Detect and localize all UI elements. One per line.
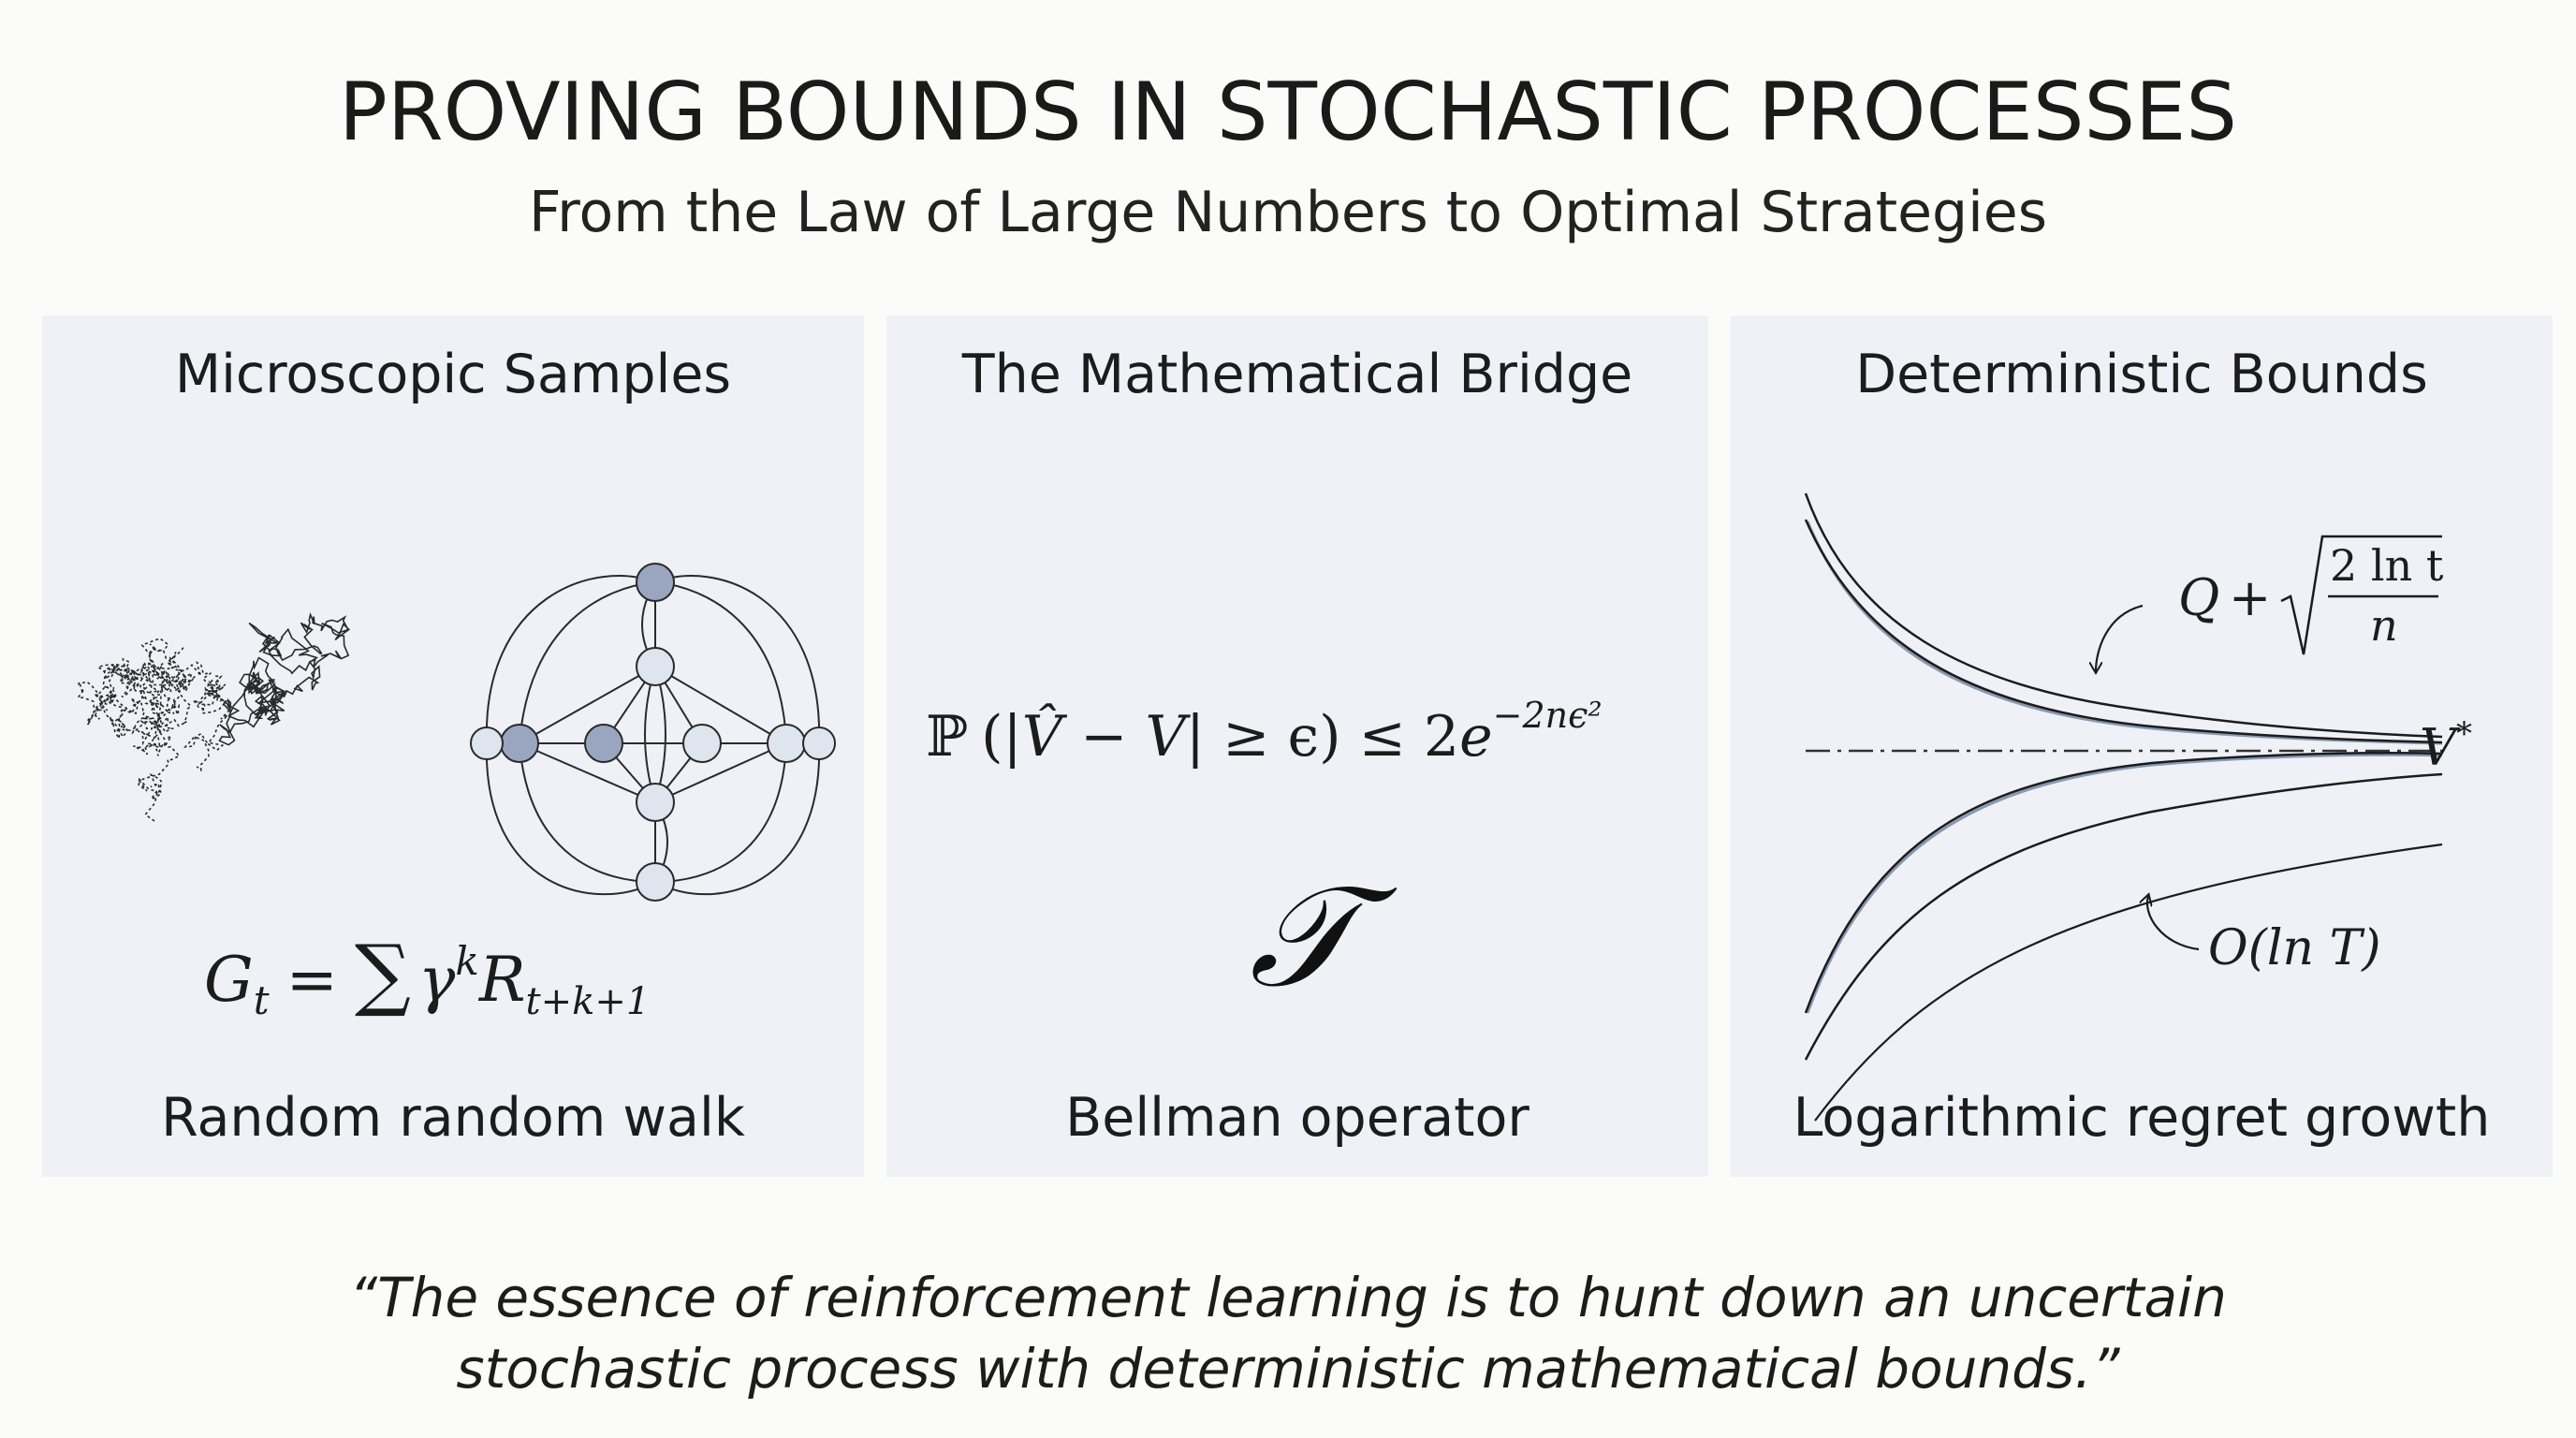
upper-label-arrow	[2096, 604, 2144, 671]
panel-title: Deterministic Bounds	[1855, 344, 2428, 405]
bounds-convergence-plot: Q + 2 ln t n V* O(ln T)	[1804, 492, 2472, 1122]
formula-gamma-exponent: k	[455, 938, 478, 984]
random-walk-segment	[218, 612, 351, 746]
ineq-exponent: −2nϵ²	[1493, 695, 1603, 736]
graph-node	[636, 563, 675, 602]
ineq-v: V	[1146, 704, 1192, 770]
lower-bound-curve-outer	[1804, 772, 2443, 1061]
graph-edge	[654, 742, 787, 803]
regret-curve	[1814, 843, 2443, 1122]
formula-sum: ∑	[355, 928, 411, 1020]
graph-node	[802, 726, 836, 760]
return-formula: Gt =∑γkRt+k+1	[204, 928, 650, 1023]
ineq-vhat: V̂	[1022, 703, 1068, 770]
graph-edge	[519, 666, 656, 744]
ineq-open: (|	[981, 704, 1022, 770]
ucb-numerator: 2 ln t	[2330, 540, 2444, 591]
formula-r: R	[478, 944, 526, 1016]
formula-g: G	[204, 944, 254, 1016]
graph-edge	[654, 575, 821, 744]
optimal-value-label: V*	[2420, 715, 2472, 777]
ucb-label: Q + 2 ln t n	[2178, 535, 2444, 655]
formula-r-subscript: t+k+1	[526, 980, 651, 1023]
upper-bound-curve-shadow	[1806, 521, 2443, 745]
ineq-close: | ≥ ϵ)	[1186, 704, 1341, 770]
random-walk-segment	[76, 638, 196, 746]
formula-gamma: γ	[418, 944, 456, 1016]
graph-node	[636, 783, 675, 822]
random-walk-path	[76, 612, 351, 822]
upper-bound-curve-inner	[1804, 519, 2443, 744]
graph-edge	[485, 742, 656, 896]
v-star-v: V	[2420, 718, 2461, 777]
page-subtitle: From the Law of Large Numbers to Optimal…	[529, 180, 2047, 245]
graph-node	[500, 724, 539, 763]
ucb-denominator: n	[2370, 600, 2398, 651]
graph-edge	[654, 742, 787, 883]
regret-rate-label: O(ln T)	[2208, 920, 2381, 976]
ucb-plus: +	[2229, 568, 2271, 627]
graph-node	[682, 724, 722, 763]
panel-title: The Mathematical Bridge	[961, 344, 1633, 405]
page-title: PROVING BOUNDS IN STOCHASTIC PROCESSES	[339, 66, 2237, 159]
bellman-operator-symbol: 𝒯	[1250, 856, 1398, 1019]
panel-caption: Bellman operator	[1065, 1087, 1530, 1149]
graph-node	[767, 724, 806, 763]
graph-edge	[644, 666, 656, 803]
graph-edge	[654, 581, 787, 744]
ineq-e: e	[1459, 704, 1493, 770]
graph-node	[584, 724, 623, 763]
panel-title: Microscopic Samples	[174, 344, 732, 405]
lower-bound-curve-inner	[1804, 752, 2443, 1014]
ucb-q: Q	[2178, 568, 2219, 627]
closing-quote: “The essence of reinforcement learning i…	[0, 1262, 2576, 1404]
formula-g-subscript: t	[254, 977, 270, 1023]
graph-node	[470, 726, 504, 760]
graph-edge	[654, 742, 821, 896]
panel-mathematical-bridge: The Mathematical Bridge ℙ(|V̂ − V| ≥ ϵ) …	[886, 315, 1708, 1177]
ineq-minus: −	[1062, 704, 1145, 770]
graph-edge	[485, 575, 656, 744]
upper-bound-curve-outer	[1804, 492, 2443, 739]
hoeffding-inequality: ℙ(|V̂ − V| ≥ ϵ) ≤ 2e−2nϵ²	[926, 695, 1603, 770]
v-star-sup: *	[2456, 715, 2472, 753]
random-walk-and-graph-illustration: Gt =∑γkRt+k+1	[76, 563, 836, 1023]
graph-edge	[654, 666, 787, 744]
concentration-inequality-illustration: ℙ(|V̂ − V| ≥ ϵ) ≤ 2e−2nϵ² 𝒯	[926, 695, 1603, 1019]
sqrt-sign	[2280, 535, 2442, 655]
random-walk-segment	[133, 660, 230, 822]
ineq-le: ≤ 2	[1341, 704, 1460, 770]
graph-edge	[519, 581, 656, 744]
state-graph	[470, 563, 836, 902]
panel-deterministic-bounds: Deterministic Bounds Q + 2 ln t n V*	[1731, 315, 2553, 1177]
panel-caption: Random random walk	[161, 1087, 745, 1149]
panel-microscopic-samples: Microscopic Samples Gt =∑γkRt+k+1 Random …	[42, 315, 864, 1177]
graph-edge	[654, 666, 666, 803]
graph-node	[636, 647, 675, 686]
prob-symbol: ℙ	[926, 704, 968, 770]
lower-label-arrow	[2147, 896, 2200, 951]
lower-bound-curve-shadow	[1806, 753, 2443, 1014]
formula-equals: =	[286, 944, 338, 1016]
graph-node	[636, 862, 675, 902]
quote-line-2: stochastic process with deterministic ma…	[456, 1337, 2120, 1401]
quote-line-1: “The essence of reinforcement learning i…	[349, 1266, 2227, 1329]
graph-edge	[519, 742, 656, 883]
panel-caption: Logarithmic regret growth	[1793, 1087, 2491, 1149]
